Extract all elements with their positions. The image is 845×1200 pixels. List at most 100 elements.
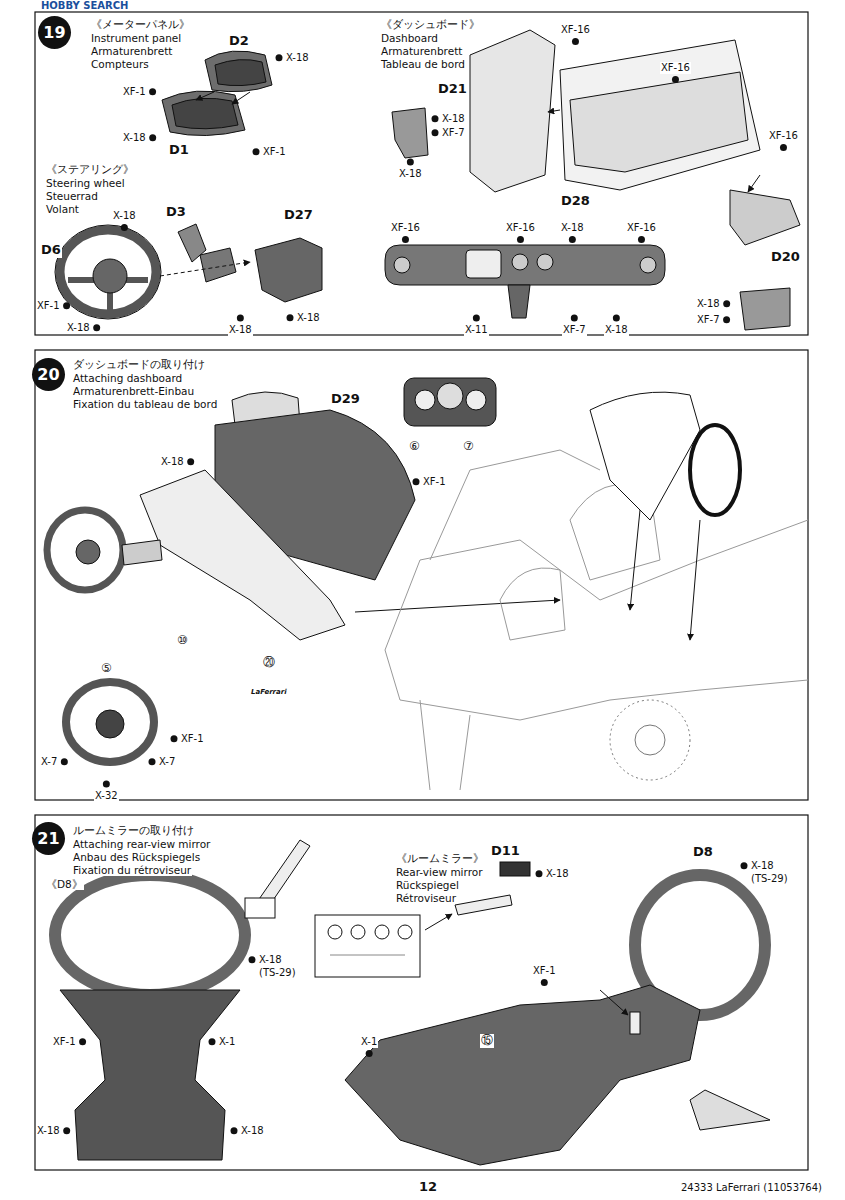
dashboard-part — [470, 30, 555, 192]
heading-text: Compteurs — [90, 58, 150, 70]
rear-view-mirror — [345, 985, 700, 1165]
heading-text: Armaturenbrett-Einbau — [72, 385, 195, 397]
instrument-panel-part — [162, 91, 245, 136]
part-number: D11 — [490, 844, 521, 859]
part-number: D8 — [692, 845, 714, 860]
steering-wheel-part — [60, 230, 156, 314]
paint-callout: XF-1 — [122, 86, 147, 98]
paint-callout: XF-1 — [532, 965, 557, 977]
paint-callout: X-18 — [112, 210, 137, 222]
d8-frame — [55, 875, 245, 995]
part-number: D20 — [770, 250, 801, 265]
paint-callout: X-32 — [94, 790, 119, 802]
paint-callout: X-18 — [696, 298, 721, 310]
paint-dot — [63, 302, 70, 309]
heading-text: Fixation du tableau de bord — [72, 398, 218, 410]
steering-wheel-part — [255, 238, 322, 302]
chassis-outline — [385, 450, 808, 790]
dashboard-assembly — [47, 378, 560, 762]
paint-callout: X-1 — [360, 1036, 378, 1048]
dashboard-assembly — [415, 390, 435, 410]
paint-callout: XF-7 — [696, 314, 721, 326]
step-number: 21 — [37, 831, 59, 847]
decal-tool — [245, 898, 275, 918]
decal-number: ⑩ — [176, 634, 189, 648]
part-number: D3 — [165, 205, 187, 220]
part-number: D28 — [560, 194, 591, 209]
step-panel — [35, 12, 808, 1170]
paint-dot — [723, 300, 730, 307]
dashboard-part — [740, 288, 790, 330]
instrument-panel-part — [215, 60, 266, 86]
paint-dot — [432, 129, 439, 136]
paint-dot — [413, 478, 420, 485]
decal-number: ⑳ — [262, 656, 276, 670]
heading-text: Fixation du rétroviseur — [72, 864, 192, 876]
paint-dot — [187, 458, 194, 465]
paint-dot — [231, 1127, 238, 1134]
steering-assembly — [630, 510, 640, 610]
paint-callout: X-18 — [228, 324, 253, 336]
heading-text: Tableau de bord — [380, 58, 466, 70]
decal-tool — [330, 955, 405, 956]
dashboard-assembly — [466, 390, 486, 410]
part-number: 12 — [418, 1180, 438, 1195]
d8-frame — [60, 990, 240, 1160]
dashboard-part — [508, 285, 530, 318]
paint-dot — [121, 224, 128, 231]
paint-dot — [407, 159, 414, 166]
chassis-outline — [610, 700, 690, 780]
steering-wheel-part — [160, 262, 250, 276]
part-number: D27 — [283, 208, 314, 223]
paint-dot — [366, 1050, 373, 1057]
dashboard-part — [640, 257, 656, 273]
decal-tool — [398, 925, 412, 939]
decal-number: ⑮ — [480, 1034, 494, 1048]
chassis-outline — [430, 450, 600, 560]
heading-text: Attaching dashboard — [72, 372, 183, 384]
dashboard-part — [512, 254, 528, 270]
heading-text: Rückspiegel — [395, 879, 460, 891]
paint-dot — [149, 758, 156, 765]
steering-wheel-part — [93, 259, 127, 293]
paint-dot — [672, 76, 679, 83]
dashboard-assembly — [140, 470, 345, 640]
heading-text: 《D8》 — [45, 878, 84, 890]
paint-callout: (TS-29) — [750, 873, 789, 885]
steering-assembly — [590, 392, 700, 520]
paint-callout: X-18 — [604, 324, 629, 336]
chassis-outline — [385, 650, 808, 720]
paint-callout: XF-16 — [660, 62, 691, 74]
paint-dot — [741, 862, 748, 869]
paint-callout: X-18 — [36, 1125, 61, 1137]
paint-callout: XF-16 — [390, 222, 421, 234]
paint-dot — [541, 979, 548, 986]
dashboard-assembly — [47, 510, 123, 590]
paint-dot — [780, 144, 787, 151]
paint-dot — [61, 758, 68, 765]
step-panel — [35, 815, 808, 1170]
decal-number: ⑦ — [462, 440, 475, 454]
paint-dot — [402, 236, 409, 243]
heading-text: Armaturenbrett — [380, 45, 463, 57]
paint-dot — [249, 956, 256, 963]
heading-text: 《ステアリング》 — [45, 163, 135, 175]
rear-view-mirror — [690, 1090, 770, 1130]
heading-text: Instrument panel — [90, 32, 182, 44]
paint-callout: XF-16 — [768, 130, 799, 142]
decal-tool — [328, 925, 342, 939]
paint-dot — [569, 236, 576, 243]
instrument-panel-part — [196, 92, 214, 100]
part-number: D1 — [168, 143, 190, 158]
paint-callout: XF-7 — [562, 324, 587, 336]
paint-callout: X-18 — [160, 456, 185, 468]
paint-dot — [517, 236, 524, 243]
paint-callout: X-18 — [545, 868, 570, 880]
part-number: D6 — [40, 243, 62, 258]
chassis-outline — [500, 568, 565, 640]
steering-assembly — [690, 520, 700, 640]
paint-dot — [149, 88, 156, 95]
heading-text: Armaturenbrett — [90, 45, 173, 57]
paint-dot — [93, 324, 100, 331]
